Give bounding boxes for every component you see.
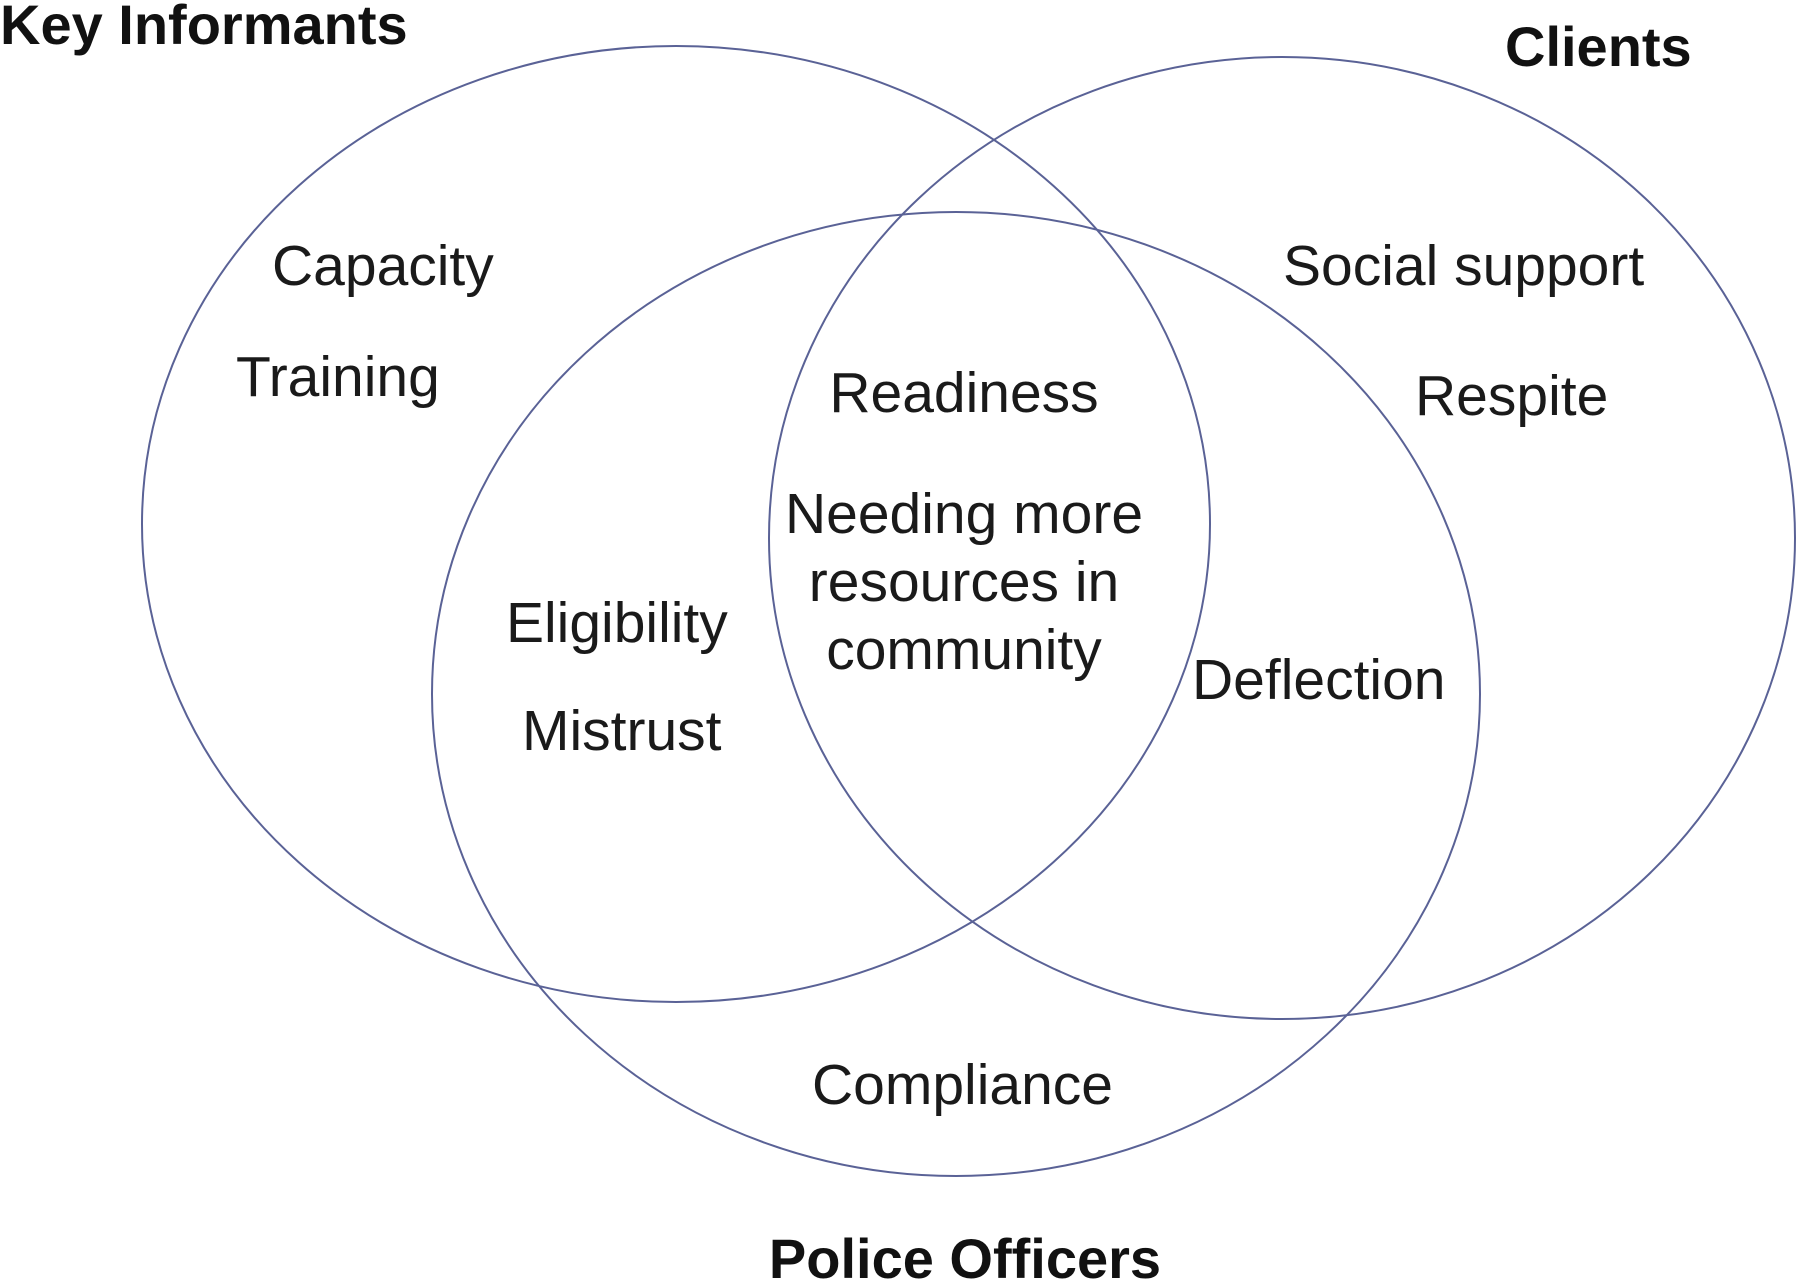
label-compliance: Compliance: [812, 1053, 1113, 1117]
label-training: Training: [236, 345, 440, 409]
key-informants-circle: [141, 45, 1211, 1003]
label-community: community: [826, 618, 1102, 682]
label-capacity: Capacity: [272, 234, 494, 298]
label-resources-in: resources in: [809, 550, 1119, 614]
label-mistrust: Mistrust: [522, 699, 722, 763]
label-social-support: Social support: [1283, 234, 1644, 298]
label-eligibility: Eligibility: [506, 591, 728, 655]
police-officers-circle: [431, 211, 1481, 1177]
clients-circle: [768, 56, 1796, 1020]
label-readiness: Readiness: [829, 361, 1098, 425]
label-deflection: Deflection: [1192, 648, 1445, 712]
label-respite: Respite: [1415, 364, 1608, 428]
label-needing-more: Needing more: [785, 482, 1143, 546]
set-title-police-officers: Police Officers: [769, 1227, 1161, 1285]
set-title-clients: Clients: [1505, 15, 1692, 78]
set-title-key-informants: Key Informants: [0, 0, 408, 56]
